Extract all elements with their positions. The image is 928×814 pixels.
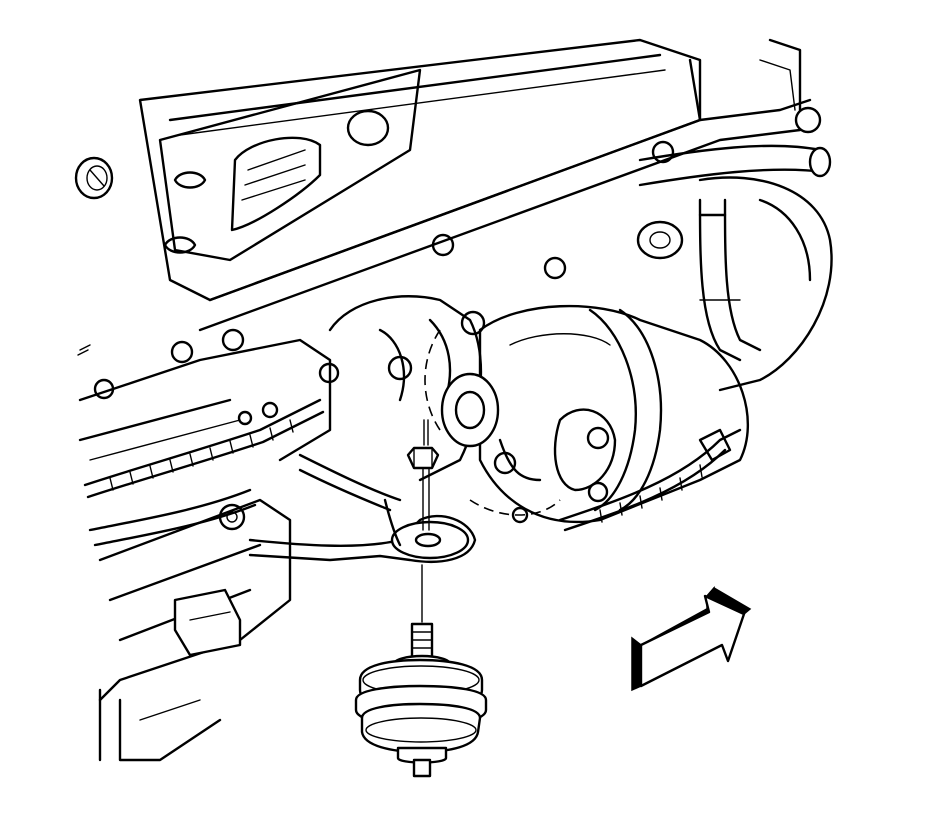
transmission-case [478, 176, 833, 532]
bolt-top-left [74, 156, 114, 200]
frame-rail [138, 38, 812, 332]
engine-housing [328, 295, 561, 524]
mount-nut [406, 419, 440, 531]
mount-bracket [248, 453, 477, 563]
front-direction-arrow-icon [631, 586, 752, 692]
cooler-lines [636, 144, 832, 362]
transmission-mount [354, 622, 488, 778]
engine-block-left [77, 106, 822, 762]
